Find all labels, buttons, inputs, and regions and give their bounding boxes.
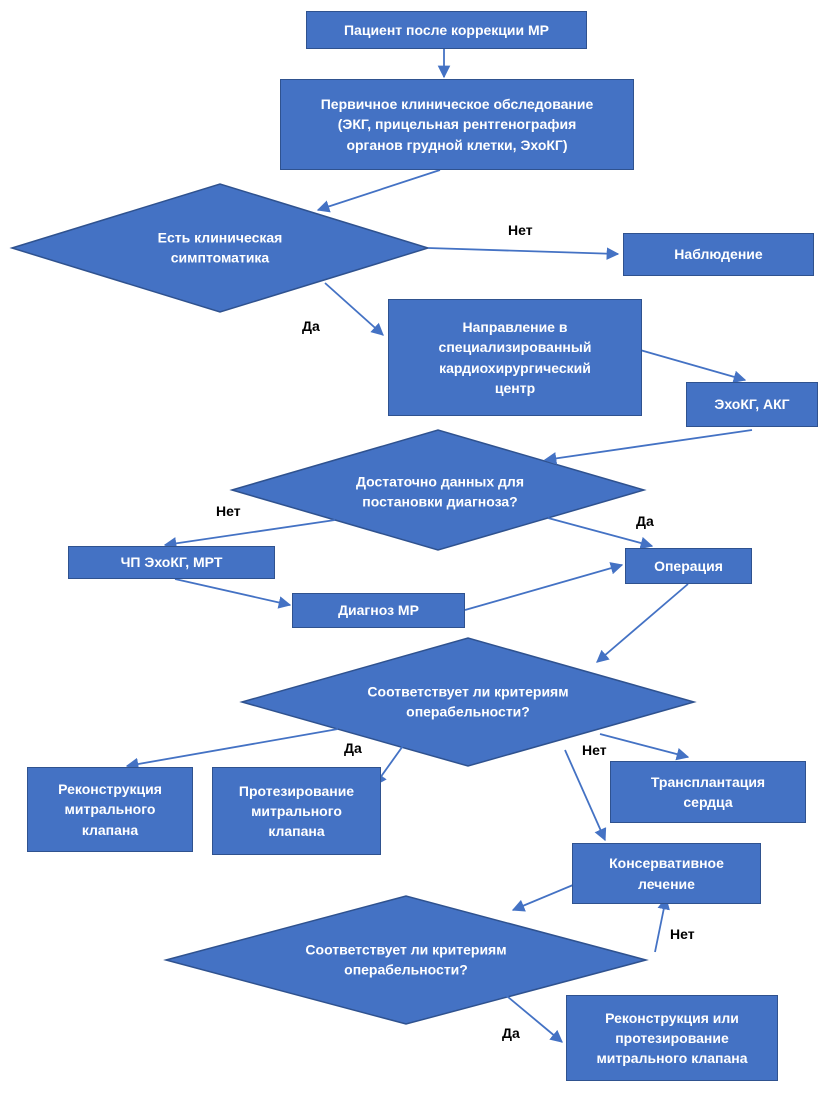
- decision-operability-1-shape: [239, 637, 697, 767]
- arrow-operability-to-transplant: [599, 733, 690, 761]
- arrow-exam-to-symptoms: [316, 169, 441, 213]
- node-primary-exam: Первичное клиническое обследование (ЭКГ,…: [280, 79, 634, 170]
- node-observation: Наблюдение: [623, 233, 814, 276]
- arrow-echo-to-enough: [543, 429, 753, 465]
- node-operation: Операция: [625, 548, 752, 584]
- node-replacement: Протезирование митрального клапана: [212, 767, 381, 855]
- node-repair-or-replace: Реконструкция или протезирование митраль…: [566, 995, 778, 1081]
- arrow-diagnosis-to-operation: [464, 562, 624, 611]
- node-referral: Направление в специализированный кардиох…: [388, 299, 642, 416]
- arrow-operation-to-operability: [596, 583, 689, 663]
- decision-enough-data-label: Достаточно данных для постановки диагноз…: [355, 473, 525, 510]
- arrow-symptoms-to-referral: [324, 282, 384, 336]
- node-repair: Реконструкция митрального клапана: [27, 767, 193, 852]
- node-echo-akg: ЭхоКГ, АКГ: [686, 382, 818, 427]
- arrow-enough-to-operation: [547, 517, 654, 550]
- edge-label-operability2-no: Нет: [670, 926, 695, 942]
- arrow-operability-to-conservative: [564, 749, 607, 842]
- decision-operability-1-label: Соответствует ли критериям операбельност…: [367, 683, 569, 720]
- edge-label-operability2-yes: Да: [502, 1025, 520, 1041]
- node-diagnosis: Диагноз МР: [292, 593, 465, 628]
- node-start: Пациент после коррекции МР: [306, 11, 587, 49]
- decision-symptoms-label: Есть клиническая симптоматика: [157, 229, 283, 266]
- edge-label-symptoms-no: Нет: [508, 222, 533, 238]
- arrow-symptoms-to-observation: [427, 247, 620, 260]
- node-conservative: Консервативное лечение: [572, 843, 761, 904]
- edge-label-operability1-no: Нет: [582, 742, 607, 758]
- edge-label-symptoms-yes: Да: [302, 318, 320, 334]
- arrow-operability2-to-conservative: [654, 896, 670, 953]
- edge-label-enough-yes: Да: [636, 513, 654, 529]
- arrow-enough-to-tee: [163, 519, 336, 550]
- arrow-referral-to-echo: [639, 349, 747, 383]
- decision-operability-2-label: Соответствует ли критериям операбельност…: [305, 941, 507, 978]
- node-tee-mri: ЧП ЭхоКГ, МРТ: [68, 546, 275, 579]
- arrow-operability-to-repair: [125, 728, 339, 771]
- arrow-conservative-to-operability2: [511, 884, 574, 912]
- node-transplant: Трансплантация сердца: [610, 761, 806, 823]
- edge-label-enough-no: Нет: [216, 503, 241, 519]
- arrow-tee-to-diagnosis: [174, 578, 292, 609]
- arrow-operability2-to-final: [501, 991, 563, 1043]
- decision-operability-2-shape: [163, 895, 649, 1025]
- edge-label-operability1-yes: Да: [344, 740, 362, 756]
